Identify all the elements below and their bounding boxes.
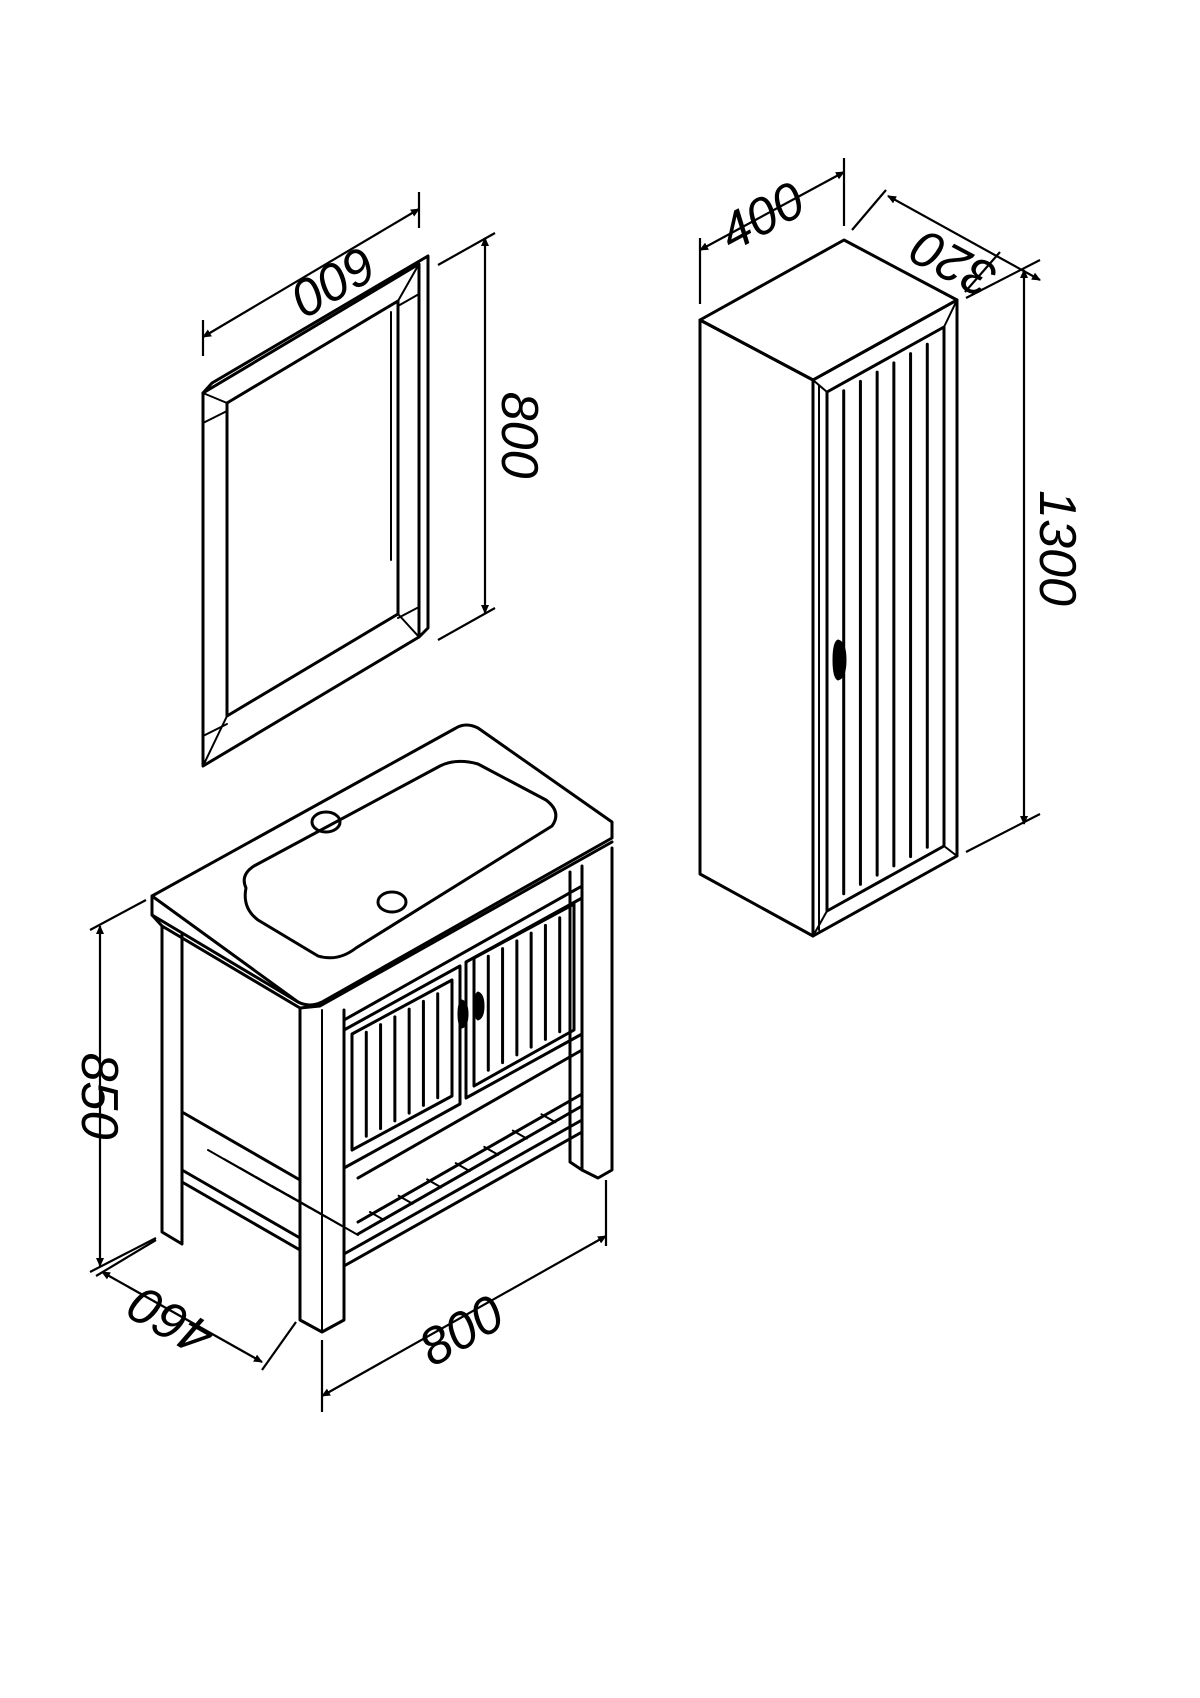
vanity-depth-dimension: 460 [95, 1239, 297, 1371]
tall-cabinet [698, 238, 959, 938]
vanity-width-dimension: 800 [320, 1180, 608, 1412]
cabinet-height-dimension: 1300 [965, 259, 1086, 853]
cabinet-width-label: 400 [710, 171, 814, 263]
vanity-width-label: 800 [409, 1284, 513, 1378]
mirror-width-label: 600 [281, 234, 385, 328]
vanity-unit [150, 723, 614, 1334]
cabinet-depth-label: 320 [902, 217, 1006, 309]
mirror-height-dimension: 800 [437, 232, 548, 641]
cabinet-height-label: 1300 [1028, 490, 1086, 606]
mirror-width-dimension: 600 [201, 192, 421, 356]
vanity-height-label: 850 [70, 1053, 128, 1140]
vanity-height-dimension: 850 [70, 899, 157, 1273]
mirror-height-label: 800 [490, 392, 548, 479]
vanity-depth-label: 460 [119, 1274, 223, 1368]
mirror [201, 254, 430, 768]
cabinet-depth-dimension: 320 [851, 189, 1041, 309]
cabinet-width-dimension: 400 [698, 158, 846, 304]
